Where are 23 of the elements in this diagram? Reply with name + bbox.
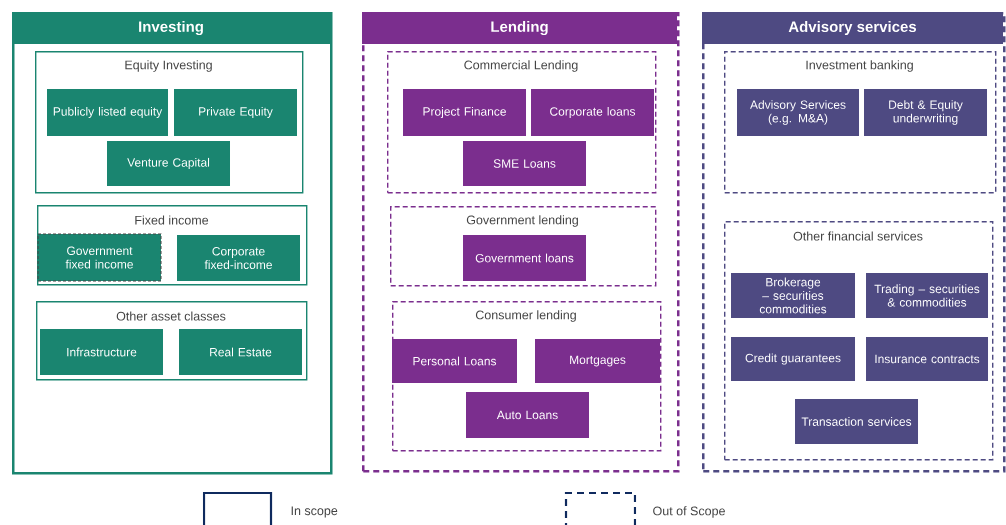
category-box: Project Finance [403,89,526,136]
category-box: Corporate fixed-income [177,235,300,281]
category-box: Venture Capital [107,141,230,186]
legend-item: In scope [202,491,338,525]
category-box: Real Estate [179,329,302,375]
category-box: Government fixed income [37,233,162,282]
category-box: Publicly listed equity [47,89,168,136]
category-box: Insurance contracts [866,337,988,381]
category-box: Auto Loans [466,392,589,438]
category-box: Advisory Services (e.g. M&A) [737,89,859,136]
category-box: SME Loans [463,141,586,186]
legend-item: Out of Scope [564,491,725,525]
category-box: Personal Loans [392,339,517,383]
category-box: Corporate loans [531,89,654,136]
category-box: Debt & Equity underwriting [864,89,987,136]
category-box: Mortgages [535,339,660,383]
category-box: Private Equity [174,89,297,136]
category-box: Government loans [463,235,586,281]
category-box: Infrastructure [40,329,163,375]
category-box: Credit guarantees [731,337,855,381]
category-box: Transaction services [795,399,918,444]
category-box: Brokerage – securities commodities [731,273,855,318]
category-box: Trading – securities & commodities [866,273,988,318]
